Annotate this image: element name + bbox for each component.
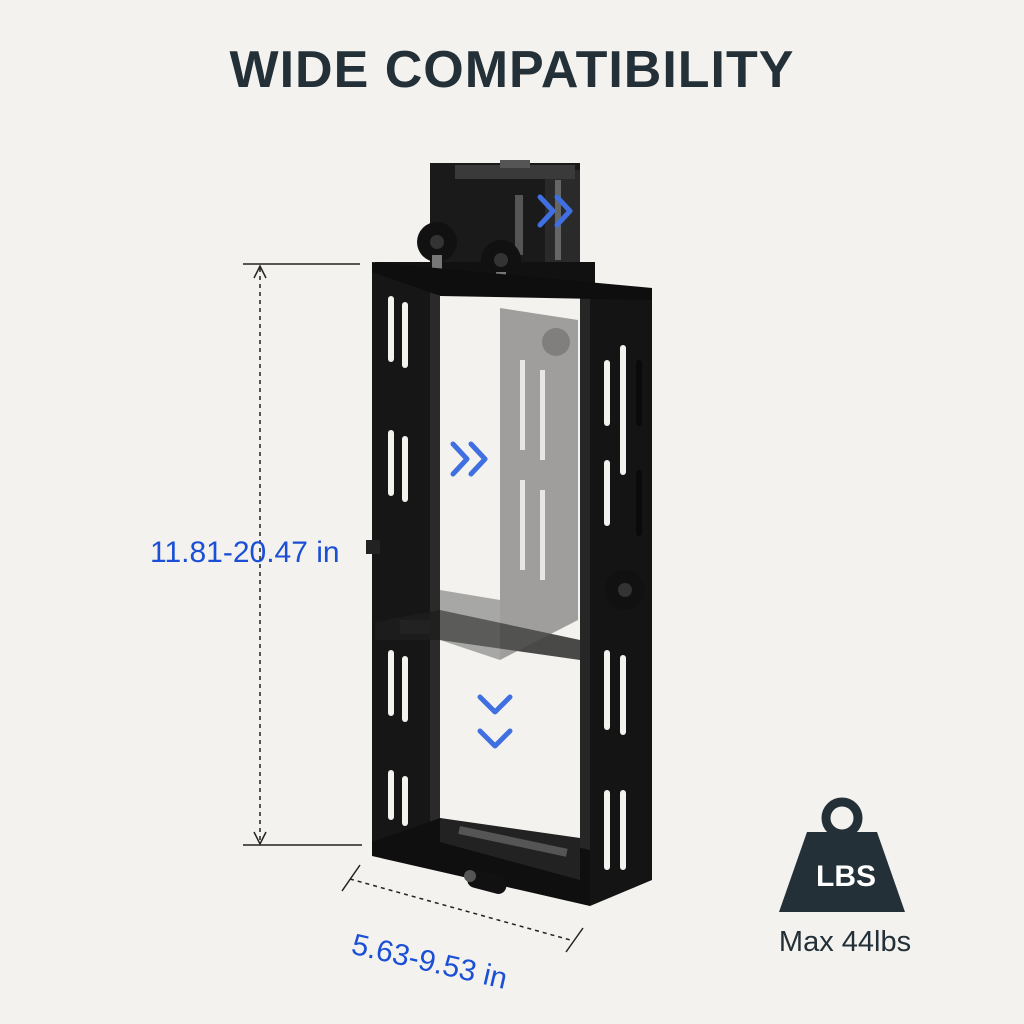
height-range-label: 11.81-20.47 in — [150, 536, 340, 569]
right-side-knob — [605, 570, 645, 610]
double-chevron-down-icon — [477, 694, 513, 749]
height-dimension — [243, 263, 362, 846]
inner-bracket-ghost — [440, 308, 578, 660]
weight-badge-label: LBS — [816, 860, 876, 893]
page-title: WIDE COMPATIBILITY — [229, 41, 795, 99]
weight-icon — [779, 797, 905, 912]
width-dimension — [341, 864, 584, 953]
right-slots — [604, 345, 626, 870]
top-knob-left — [417, 222, 457, 273]
top-rail — [372, 262, 652, 300]
bottom-knob — [464, 869, 507, 894]
left-clip — [366, 540, 430, 634]
left-frame-side — [372, 268, 440, 848]
bottom-rail — [372, 818, 590, 906]
double-chevron-right-icon — [537, 194, 573, 228]
max-load-label: Max 44lbs — [778, 926, 912, 958]
double-chevron-right-icon — [450, 441, 488, 477]
left-slots — [388, 296, 408, 826]
